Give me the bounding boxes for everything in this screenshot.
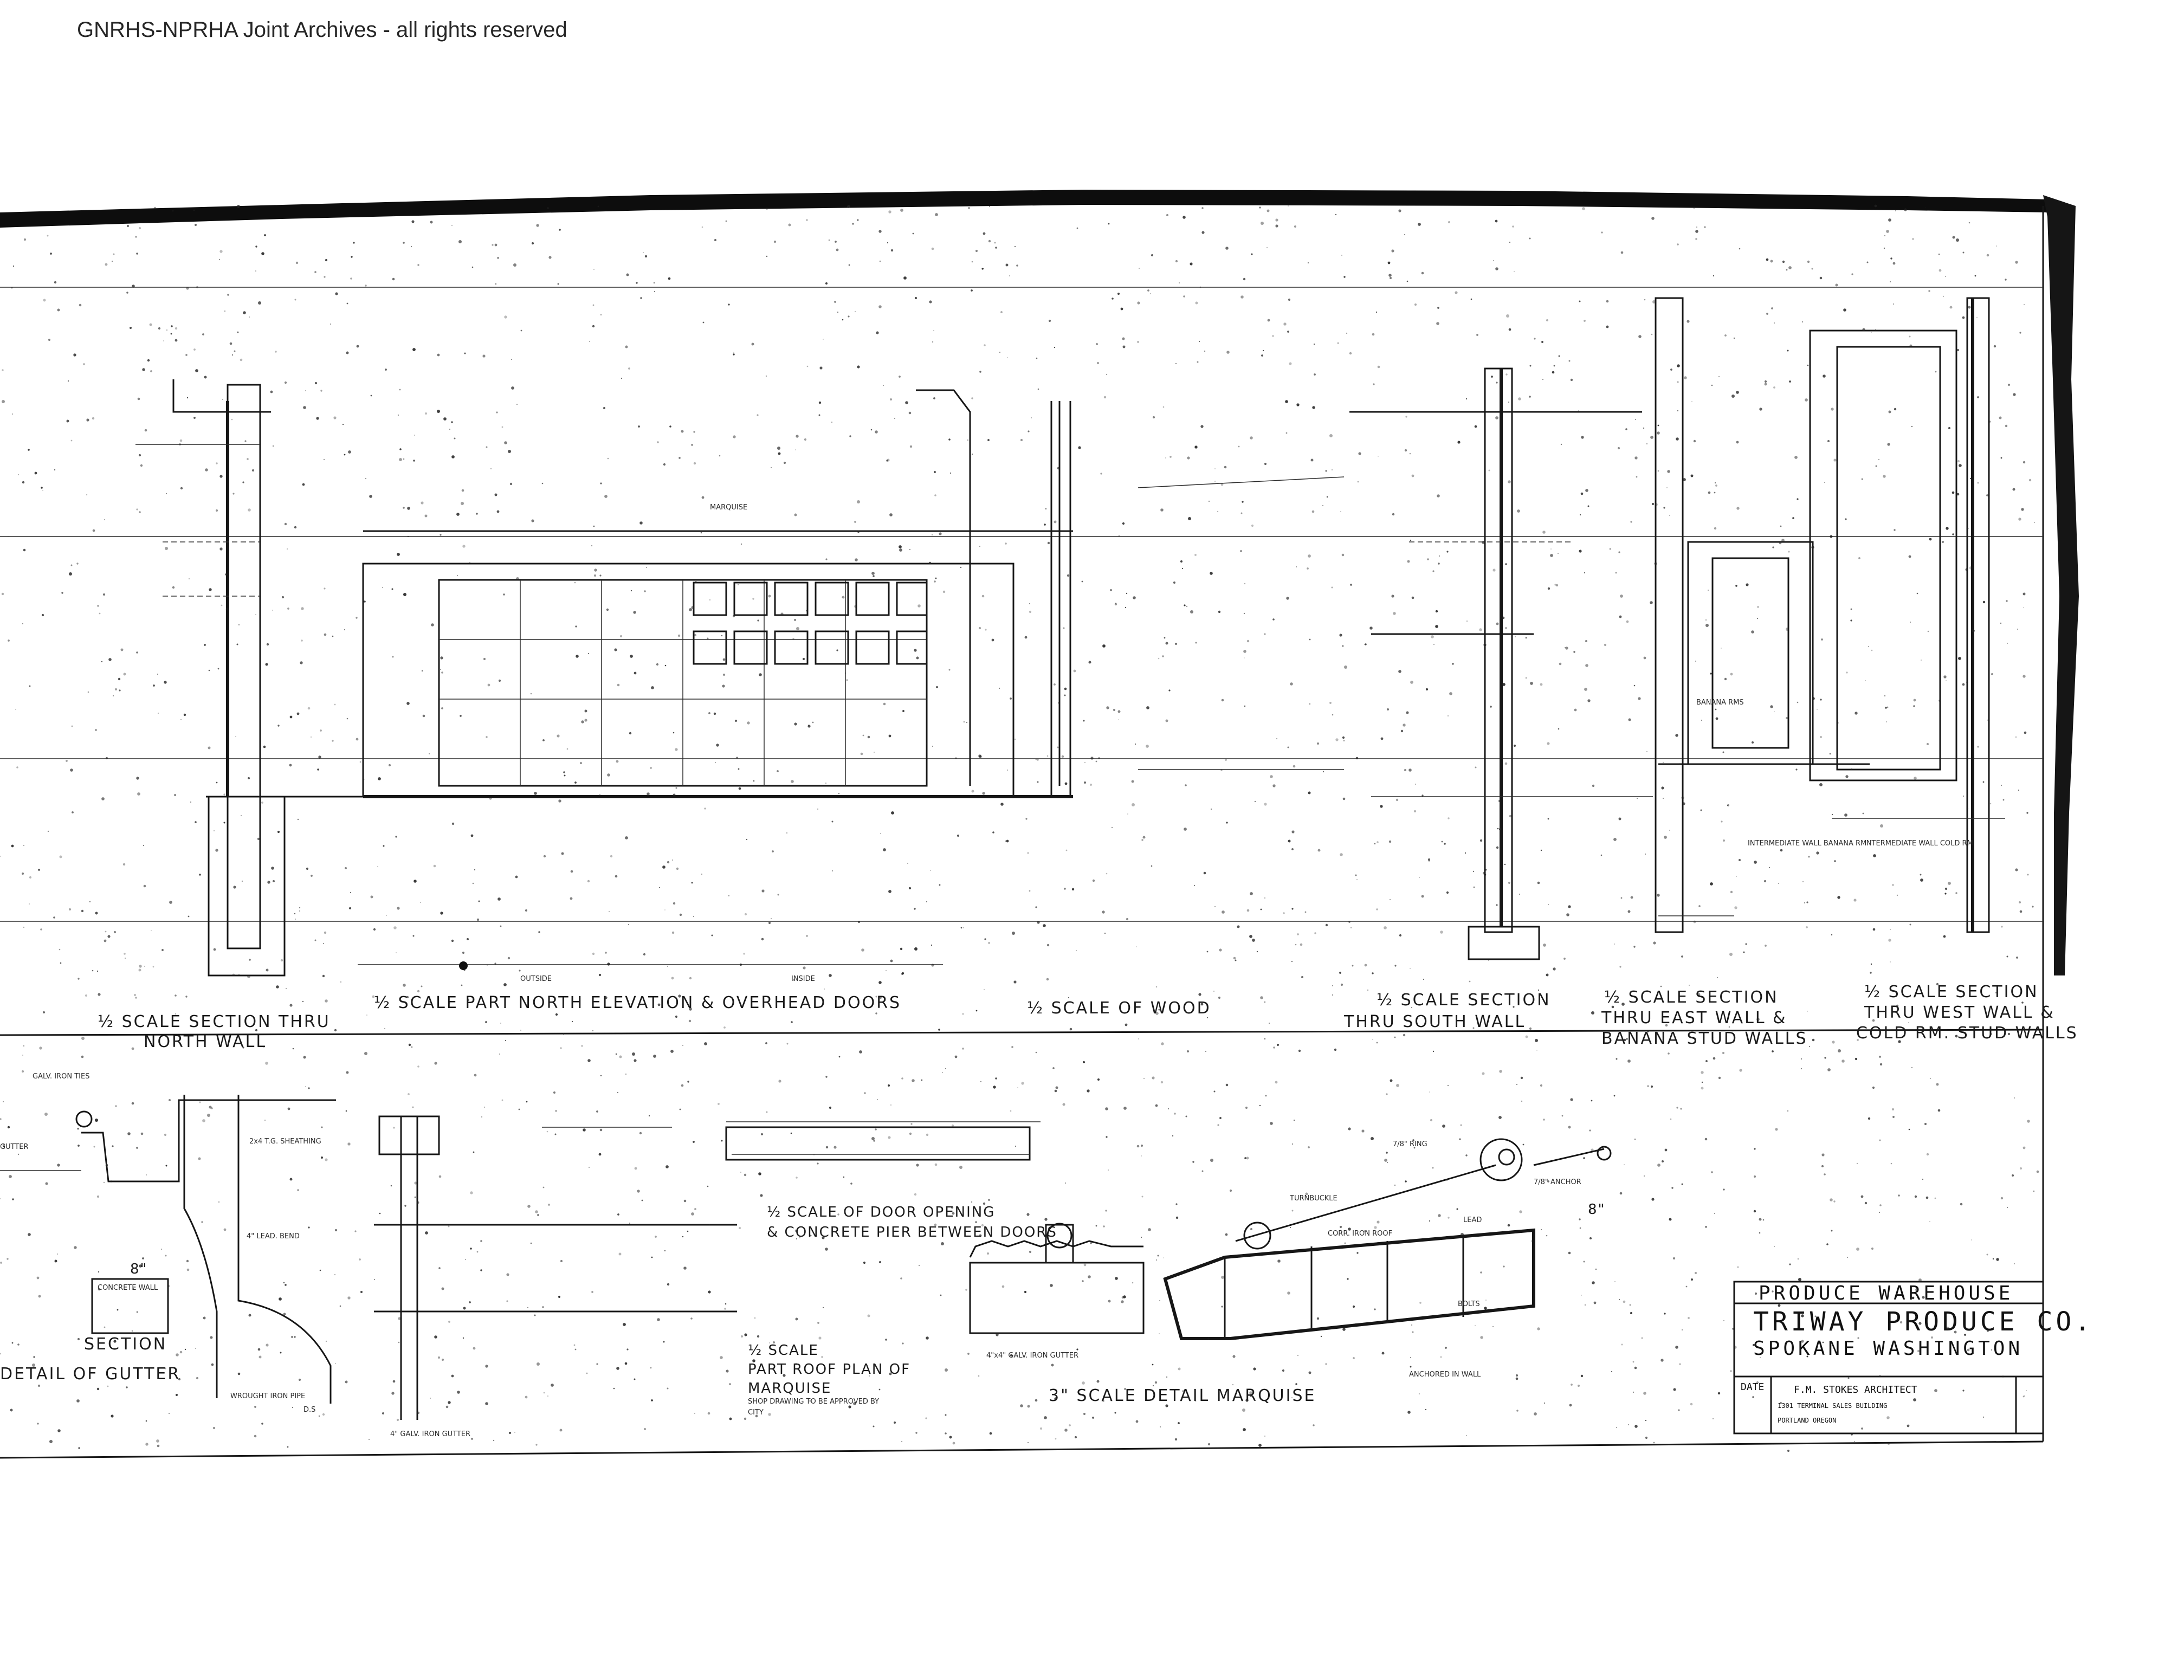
title-block-date-label: DATE [1741,1381,1764,1393]
title-block-architect: F.M. STOKES ARCHITECT [1794,1384,1917,1395]
north-elevation [358,389,1073,970]
shop-drawing-note: SHOP DRAWING TO BE APPROVED BY [748,1398,879,1406]
sheathing-label: 2x4 T.G. SHEATHING [249,1138,321,1146]
wood-detail [1058,401,1345,786]
south-wall-title-2: THRU SOUTH WALL [1343,1012,1526,1031]
marquise-detail [969,1138,1612,1340]
archive-notice: GNRHS-NPRHA Joint Archives - all rights … [77,18,567,42]
noise-speckles [0,204,2039,1452]
title-block-location: SPOKANE WASHINGTON [1753,1337,2023,1360]
galv-gutter-label: 4" GALV. IRON GUTTER [390,1430,470,1438]
gutter-ties-label: GALV. IRON TIES [33,1072,89,1081]
north-wall-title-1: ½ SCALE SECTION THRU [98,1012,331,1031]
south-wall-section [1349,367,1653,960]
east-wall-title-1: ½ SCALE SECTION [1604,988,1779,1007]
sheet-top-border [0,190,2050,228]
roof-plan-title-2: PART ROOF PLAN OF [748,1361,910,1378]
title-block-office: 1301 TERMINAL SALES BUILDING [1778,1402,1887,1410]
lead-label: LEAD [1463,1216,1482,1224]
west-wall-title-3: COLD RM. STUD WALLS [1856,1024,2078,1043]
title-block-city: PORTLAND OREGON [1778,1417,1836,1424]
gutter-section-title: SECTION [84,1335,167,1354]
downspout-label: D.S [303,1406,315,1414]
banana-rms-label: BANANA RMS [1696,699,1744,707]
sheet-right-edge [2043,195,2079,975]
west-wall-title-1: ½ SCALE SECTION [1864,983,2039,1001]
gutter-label: GUTTER [0,1143,29,1151]
gutter-8in-label: 8" [130,1261,148,1277]
title-block [1733,1281,2044,1435]
anchored-label: ANCHORED IN WALL [1409,1371,1481,1379]
ring-label: 7/8" RING [1393,1140,1427,1148]
north-elevation-title: ½ SCALE PART NORTH ELEVATION & OVERHEAD … [374,993,901,1012]
sheet-divider [0,1029,2044,1036]
south-wall-title-1: ½ SCALE SECTION [1377,991,1551,1010]
wrought-iron-label: WROUGHT IRON PIPE [230,1392,305,1400]
east-wall-title-3: BANANA STUD WALLS [1601,1029,1808,1048]
marquise-title: 3" SCALE DETAIL MARQUISE [1049,1386,1316,1405]
bolts-label: BOLTS [1458,1300,1480,1308]
west-wall-title-2: THRU WEST WALL & [1864,1003,2055,1022]
title-block-client: TRIWAY PRODUCE CO. [1753,1307,2093,1337]
door-opening-title-2: & CONCRETE PIER BETWEEN DOORS [767,1224,1057,1240]
corr-iron-roof-label: CORR. IRON ROOF [1328,1230,1392,1238]
anchor-label: 7/8" ANCHOR [1534,1178,1581,1186]
east-wall-title-2: THRU EAST WALL & [1601,1009,1787,1028]
north-wall-section [135,379,379,977]
door-opening-title-1: ½ SCALE OF DOOR OPENING [767,1204,995,1220]
marquise-gutter-label: 4"x4" GALV. IRON GUTTER [986,1352,1078,1360]
east-wall-section [1655,297,1870,933]
sheet-bottom-border [0,1440,2044,1459]
intermediate-wall-cold: INTERMEDIATE WALL COLD RM [1864,839,1973,848]
gutter-detail [0,1095,336,1404]
turnbuckle-label: TURNBUCKLE [1289,1194,1337,1203]
concrete-wall-label: CONCRETE WALL [98,1284,158,1292]
roof-plan-title-1: ½ SCALE [748,1342,819,1359]
wood-title: ½ SCALE OF WOOD [1027,999,1211,1018]
west-wall-section [1809,297,2005,933]
outside-note: OUTSIDE [520,975,552,983]
lead-bend-label: 4" LEAD. BEND [247,1232,300,1240]
north-wall-title-2: NORTH WALL [144,1032,267,1051]
inside-note: INSIDE [791,975,815,983]
shop-drawing-city: CITY [748,1408,764,1417]
door-opening-detail [374,1115,1041,1420]
marquise-8in-label: 8" [1588,1201,1606,1218]
intermediate-wall-banana: INTERMEDIATE WALL BANANA RM [1748,839,1866,848]
roof-plan-title-3: MARQUISE [748,1380,831,1397]
title-block-title: PRODUCE WAREHOUSE [1759,1282,2013,1304]
marquise-note: MARQUISE [710,503,747,512]
gutter-detail-title: DETAIL OF GUTTER [0,1365,180,1384]
